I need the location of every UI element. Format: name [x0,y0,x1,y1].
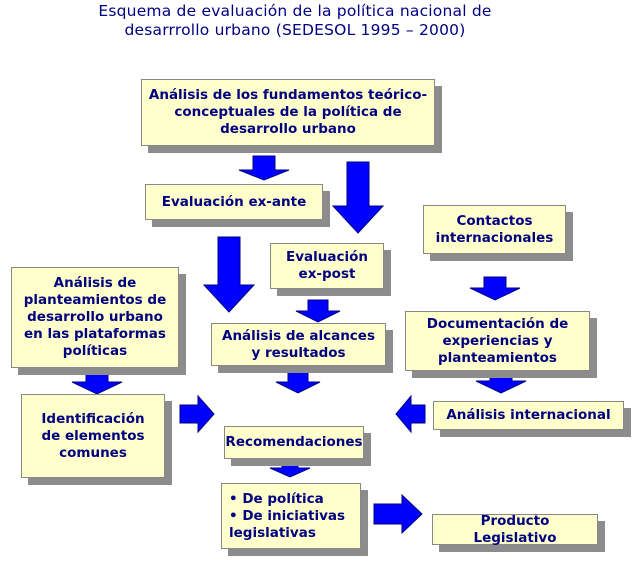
box-evaluacion-ex-ante: Evaluación ex-ante [145,184,323,220]
internacional-label: Análisis internacional [446,407,611,423]
arrow-down-fundamentos-exante [238,155,290,181]
arrow-down-alcances-recomendaciones [275,370,321,394]
politica-line-3: legislativas [229,524,316,541]
box-analisis-internacional: Análisis internacional [433,401,624,430]
ex-post-line-2: ex-post [298,266,356,282]
arrow-down-documentacion-internacional [475,370,527,394]
arrow-down-contactos-documentacion [469,276,521,301]
plataformas-line-3: desarrollo urbano [27,309,163,325]
recomendaciones-label: Recomendaciones [225,434,363,450]
documentacion-line-3: planteamientos [438,349,557,366]
fundamentos-line-1: Análisis de los fundamentos teórico- [148,87,428,103]
identificacion-line-3: comunes [59,444,127,461]
politica-line-2: • De iniciativas [229,507,346,524]
alcances-line-2: y resultados [251,344,346,361]
box-producto-legislativo: Producto Legislativo [432,512,598,546]
title-line-1: Esquema de evaluación de la política nac… [98,2,492,20]
arrow-down-expost-alcances [295,299,341,323]
identificacion-line-2: de elementos [41,427,145,444]
plataformas-line-4: en las plataformas [24,326,166,342]
box-recomendaciones: Recomendaciones [224,426,364,459]
documentacion-line-1: Documentación de [426,315,569,332]
contactos-line-2: internacionales [435,229,554,246]
fundamentos-line-2: conceptuales de la política de [174,104,402,120]
box-contactos-internacionales: Contactos internacionales [423,205,566,254]
box-analisis-plataformas: Análisis de planteamientos de desarrollo… [11,267,179,368]
arrow-left-internacional-recomendaciones [395,394,426,434]
ex-post-line-1: Evaluación [286,249,368,265]
box-politica-iniciativas: • De política • De iniciativas legislati… [221,483,361,549]
arrow-right-identificacion-recomendaciones [179,394,215,434]
arrow-down-fundamentos-expost [331,161,385,234]
plataformas-line-2: planteamientos de [23,292,167,308]
box-fundamentos: Análisis de los fundamentos teórico- con… [141,79,435,146]
arrow-right-politica-producto [373,493,423,535]
arrow-down-exante-alcances [202,236,256,313]
plataformas-line-1: Análisis de [53,275,137,291]
arrow-down-plataformas-identificacion [71,370,123,395]
diagram-title: Esquema de evaluación de la política nac… [0,2,590,40]
box-documentacion: Documentación de experiencias y planteam… [405,311,590,371]
contactos-line-1: Contactos [456,212,533,229]
box-identificacion: Identificación de elementos comunes [21,394,165,478]
identificacion-line-1: Identificación [41,410,145,427]
alcances-line-1: Análisis de alcances [222,327,375,344]
documentacion-line-2: experiencias y [442,332,553,349]
box-analisis-alcances: Análisis de alcances y resultados [211,323,386,366]
plataformas-line-5: políticas [62,343,128,359]
box-evaluacion-ex-post: Evaluación ex-post [270,243,384,289]
title-line-2: desarrrollo urbano (SEDESOL 1995 – 2000) [124,21,466,39]
fundamentos-line-3: desarrollo urbano [220,121,356,137]
politica-line-1: • De política [229,490,324,507]
arrow-down-recomendaciones-politica [269,459,311,478]
producto-label: Producto Legislativo [473,512,557,546]
ex-ante-label: Evaluación ex-ante [161,193,307,210]
